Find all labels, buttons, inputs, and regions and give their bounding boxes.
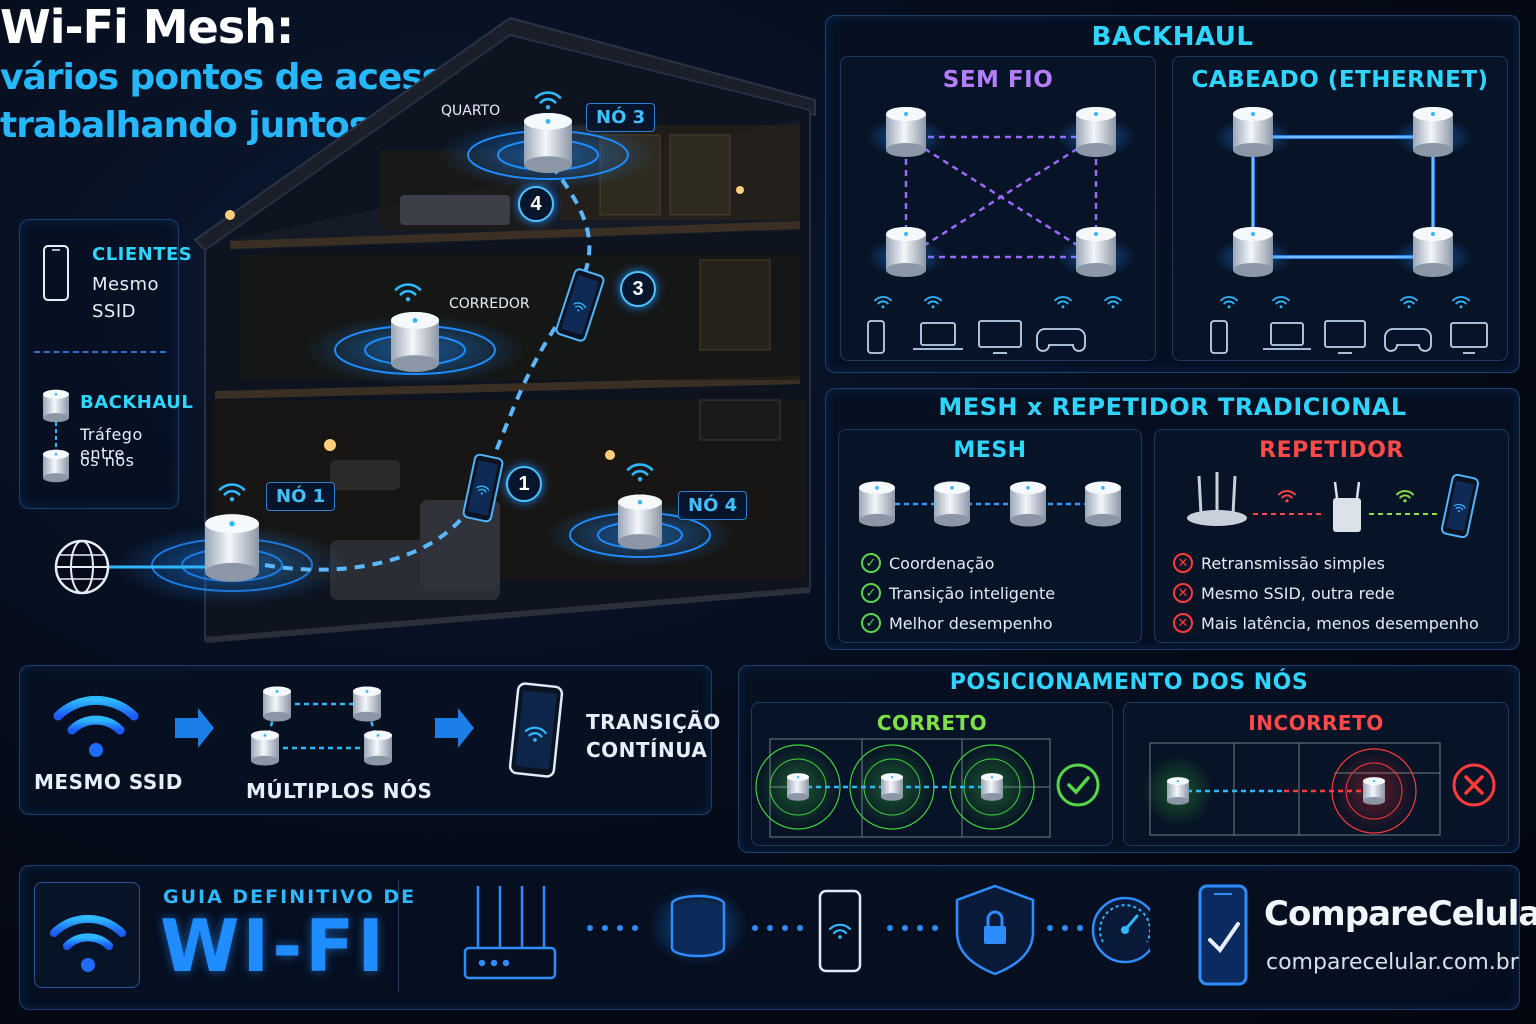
flow-panel: MESMO SSID MÚLTIPLOS NÓS TRANSIÇÃO CONTÍ… <box>19 665 720 815</box>
flow-transition-label-1: TRANSIÇÃO <box>586 710 721 734</box>
flow-transition-label-2: CONTÍNUA <box>586 738 708 762</box>
brand-site-link[interactable]: comparecelular.com.br <box>1266 950 1519 975</box>
subtitle-line-1: vários pontos de acesso <box>0 57 467 98</box>
arrow-right-icon <box>435 708 474 748</box>
backhaul-nodes-icon <box>43 389 69 483</box>
router-icon <box>1187 472 1247 526</box>
wifi-icon <box>53 695 139 757</box>
internet-globe-icon <box>54 539 110 595</box>
mesh-card: MESH ✓Coordenação ✓Transição inteligente… <box>838 429 1142 643</box>
speed-gauge-icon <box>1091 896 1150 964</box>
check-icon: ✓ <box>861 583 881 603</box>
legend-clients-desc-2: SSID <box>92 301 137 322</box>
security-shield-icon <box>955 884 1035 976</box>
subtitle-line-2: trabalhando juntos <box>0 105 370 146</box>
cross-icon: ✕ <box>1173 583 1193 603</box>
mesh-node-corridor <box>391 312 439 372</box>
repeater-item-2: ✕Mesmo SSID, outra rede <box>1173 583 1395 603</box>
mesh-node-icon <box>648 886 748 966</box>
placement-title: POSICIONAMENTO DOS NÓS <box>949 670 1309 695</box>
placement-incorrect-card: INCORRETO <box>1123 702 1509 846</box>
mesh-node-3 <box>524 113 572 173</box>
mesh-title: MESH <box>953 438 1027 463</box>
incorrect-floorplan <box>1142 742 1496 836</box>
mesh-node-1 <box>205 514 259 582</box>
placement-panel: POSICIONAMENTO DOS NÓS CORRETO <box>738 665 1520 853</box>
signal-icon <box>1396 490 1414 503</box>
footer-divider <box>398 880 399 992</box>
weak-signal-icon <box>1278 490 1296 503</box>
phone-position-1 <box>462 453 504 523</box>
comparison-title: MESH x REPETIDOR TRADICIONAL <box>938 393 1407 421</box>
correct-floorplan <box>755 738 1100 838</box>
mesh-feature-3: ✓Melhor desempenho <box>861 613 1053 633</box>
phone-icon <box>818 889 862 973</box>
main-title: Wi-Fi Mesh: <box>0 0 294 54</box>
flow-ssid-label: MESMO SSID <box>34 770 183 794</box>
node-tag-3: NÓ 3 <box>586 103 656 132</box>
legend-clients-desc-1: Mesmo <box>92 274 160 295</box>
legend-backhaul-desc-1: Tráfego entre <box>80 425 143 463</box>
brand-name: CompareCelular <box>1264 894 1536 934</box>
mesh-feature-1: ✓Coordenação <box>861 553 994 573</box>
wired-title: CABEADO (ETHERNET) <box>1191 67 1489 93</box>
arrow-right-icon <box>175 708 214 748</box>
repeater-device-icon <box>1333 481 1361 532</box>
mesh-feature-2: ✓Transição inteligente <box>861 583 1055 603</box>
check-icon: ✓ <box>861 553 881 573</box>
guide-big-text: WI-FI <box>160 904 388 988</box>
correct-title: CORRETO <box>876 711 988 735</box>
mesh-node-4 <box>618 494 662 550</box>
main-subtitle: vários pontos de acesso trabalhando junt… <box>0 54 1536 150</box>
repeater-item-1: ✕Retransmissão simples <box>1173 553 1385 573</box>
wireless-backhaul-diagram <box>866 107 1136 354</box>
wifi-logo-box <box>34 882 140 988</box>
guide-small-text: GUIA DEFINITIVO DE <box>163 886 417 908</box>
repeater-diagram <box>1187 472 1480 538</box>
node-tag-1: NÓ 1 <box>266 482 336 511</box>
placement-correct-card: CORRETO <box>751 702 1113 846</box>
legend-backhaul-title: BACKHAUL <box>80 392 194 413</box>
flow-nodes-label: MÚLTIPLOS NÓS <box>246 779 433 803</box>
room-label-bedroom: QUARTO <box>441 103 501 119</box>
backhaul-panel: BACKHAUL SEM FIO <box>825 15 1520 373</box>
flow-diagram <box>53 682 564 778</box>
wireless-backhaul-card: SEM FIO <box>840 56 1156 361</box>
step-badge-1: 1 <box>506 466 542 502</box>
node-tag-4: NÓ 4 <box>678 491 748 520</box>
incorrect-title: INCORRETO <box>1248 711 1384 735</box>
router-icon <box>463 886 557 980</box>
cross-icon: ✕ <box>1173 613 1193 633</box>
cross-icon <box>1452 763 1496 807</box>
step-badge-3: 3 <box>620 271 656 307</box>
brand-logo-icon <box>1198 884 1248 986</box>
mesh-chain-diagram <box>859 481 1121 527</box>
repeater-item-3: ✕Mais latência, menos desempenho <box>1173 613 1479 633</box>
wired-backhaul-card: CABEADO (ETHERNET) <box>1172 56 1508 361</box>
footer-panel: GUIA DEFINITIVO DE WI-FI <box>19 865 1536 1010</box>
phone-icon <box>43 245 69 301</box>
check-icon <box>1056 763 1100 807</box>
phone-icon <box>508 682 564 778</box>
backhaul-title: BACKHAUL <box>1091 22 1254 52</box>
legend-divider <box>34 351 166 353</box>
repeater-card: REPETIDOR <box>1154 429 1509 643</box>
legend-clients-title: CLIENTES <box>92 244 193 265</box>
phone-icon <box>1440 473 1480 538</box>
wired-backhaul-diagram <box>1210 107 1488 354</box>
repeater-title: REPETIDOR <box>1259 438 1404 463</box>
check-icon: ✓ <box>861 613 881 633</box>
legend-panel: CLIENTES Mesmo SSID BACKHAUL Tráfego ent… <box>19 219 193 509</box>
legend-backhaul-desc-2: os nós <box>80 451 135 470</box>
comparison-panel: MESH x REPETIDOR TRADICIONAL MESH ✓Coord… <box>825 388 1520 650</box>
room-label-corridor: CORREDOR <box>449 296 530 312</box>
wifi-icon <box>50 914 126 972</box>
wireless-title: SEM FIO <box>942 67 1054 93</box>
footer-icon-chain <box>463 884 1150 980</box>
phone-position-3 <box>555 268 605 342</box>
step-badge-4: 4 <box>518 186 554 222</box>
cross-icon: ✕ <box>1173 553 1193 573</box>
